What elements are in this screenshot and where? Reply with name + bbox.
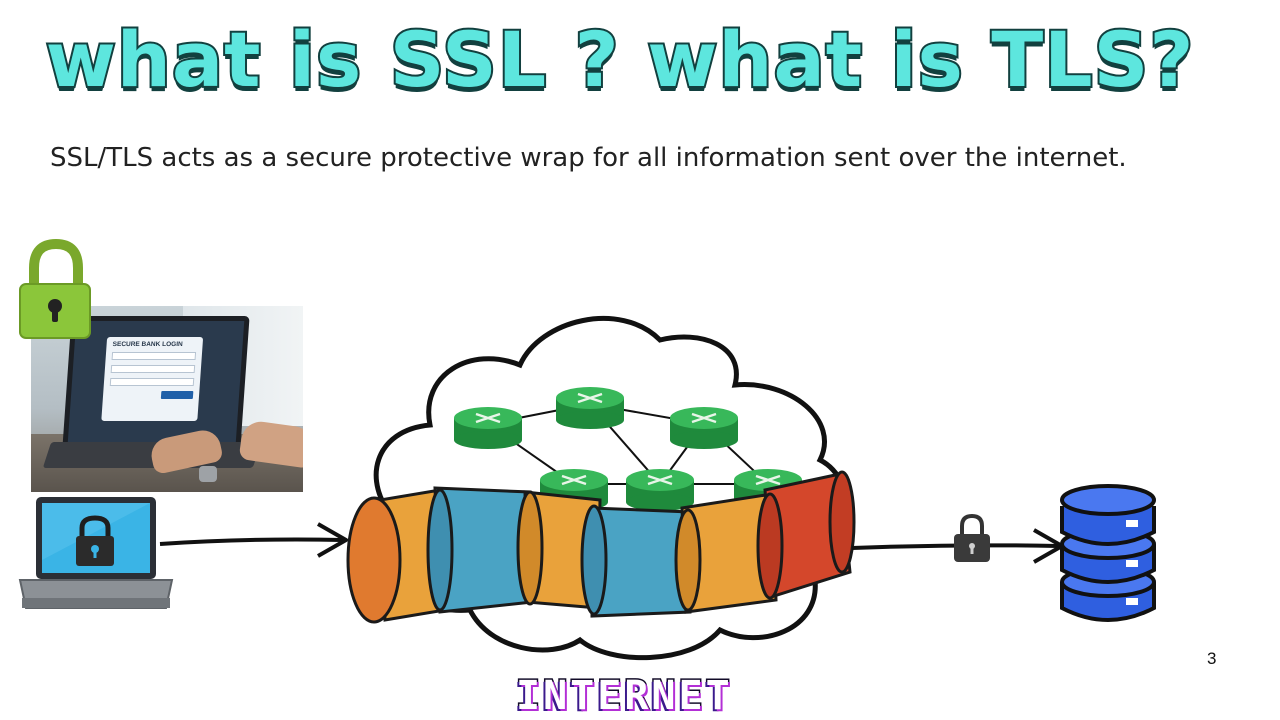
slide-title: what is SSL ? what is TLS? [44,15,1196,104]
encrypted-tunnel [346,470,856,624]
router-1-icon [454,407,522,449]
database-server-icon [1060,484,1156,622]
arrow-client-to-tunnel [159,522,348,558]
padlock-icon [954,513,990,562]
slide-number: 3 [1207,649,1217,668]
wristwatch [199,466,217,482]
router-3-icon [670,407,738,449]
green-padlock-icon [19,238,91,339]
router-5-icon [626,469,694,511]
internet-label: INTERNET [515,673,733,719]
laptop-with-lock-icon [18,497,174,609]
slide-subtitle: SSL/TLS acts as a secure protective wrap… [50,143,1127,173]
router-2-icon [556,387,624,429]
